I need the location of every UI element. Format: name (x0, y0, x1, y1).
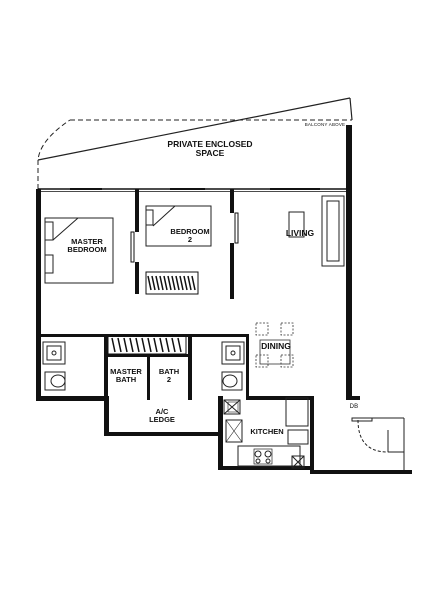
door-leaves (130, 212, 239, 263)
label-dining: DINING (261, 341, 291, 351)
label-living: LIVING (285, 228, 315, 238)
label-master-bedroom: MASTER BEDROOM (67, 237, 107, 254)
exterior-walls (36, 125, 412, 474)
master-bath-fixtures (42, 341, 66, 391)
label-kitchen: KITCHEN (250, 427, 284, 436)
bath-2-fixtures (221, 341, 245, 391)
label-db: DB (349, 404, 359, 410)
bedroom-2-bed (145, 205, 212, 247)
dining-furniture (255, 322, 294, 368)
label-private-enclosed-space: PRIVATE ENCLOSED SPACE (167, 139, 253, 158)
bedroom-2-wardrobe (145, 271, 199, 295)
kitchen-fixtures (223, 397, 309, 469)
label-ac-ledge: A/C LEDGE (149, 407, 175, 424)
master-bed (44, 217, 114, 284)
label-bedroom-2: BEDROOM 2 (170, 227, 210, 244)
bath-wardrobe-strip (107, 335, 187, 355)
label-master-bath: MASTER BATH (110, 367, 142, 384)
living-furniture (288, 195, 345, 267)
private-enclosed-space-outline (37, 97, 353, 189)
entry-door (351, 417, 405, 470)
label-balcony-above: BALCONY ABOVE (304, 122, 346, 127)
label-bath-2: BATH 2 (158, 367, 180, 384)
door-openings (134, 213, 235, 262)
